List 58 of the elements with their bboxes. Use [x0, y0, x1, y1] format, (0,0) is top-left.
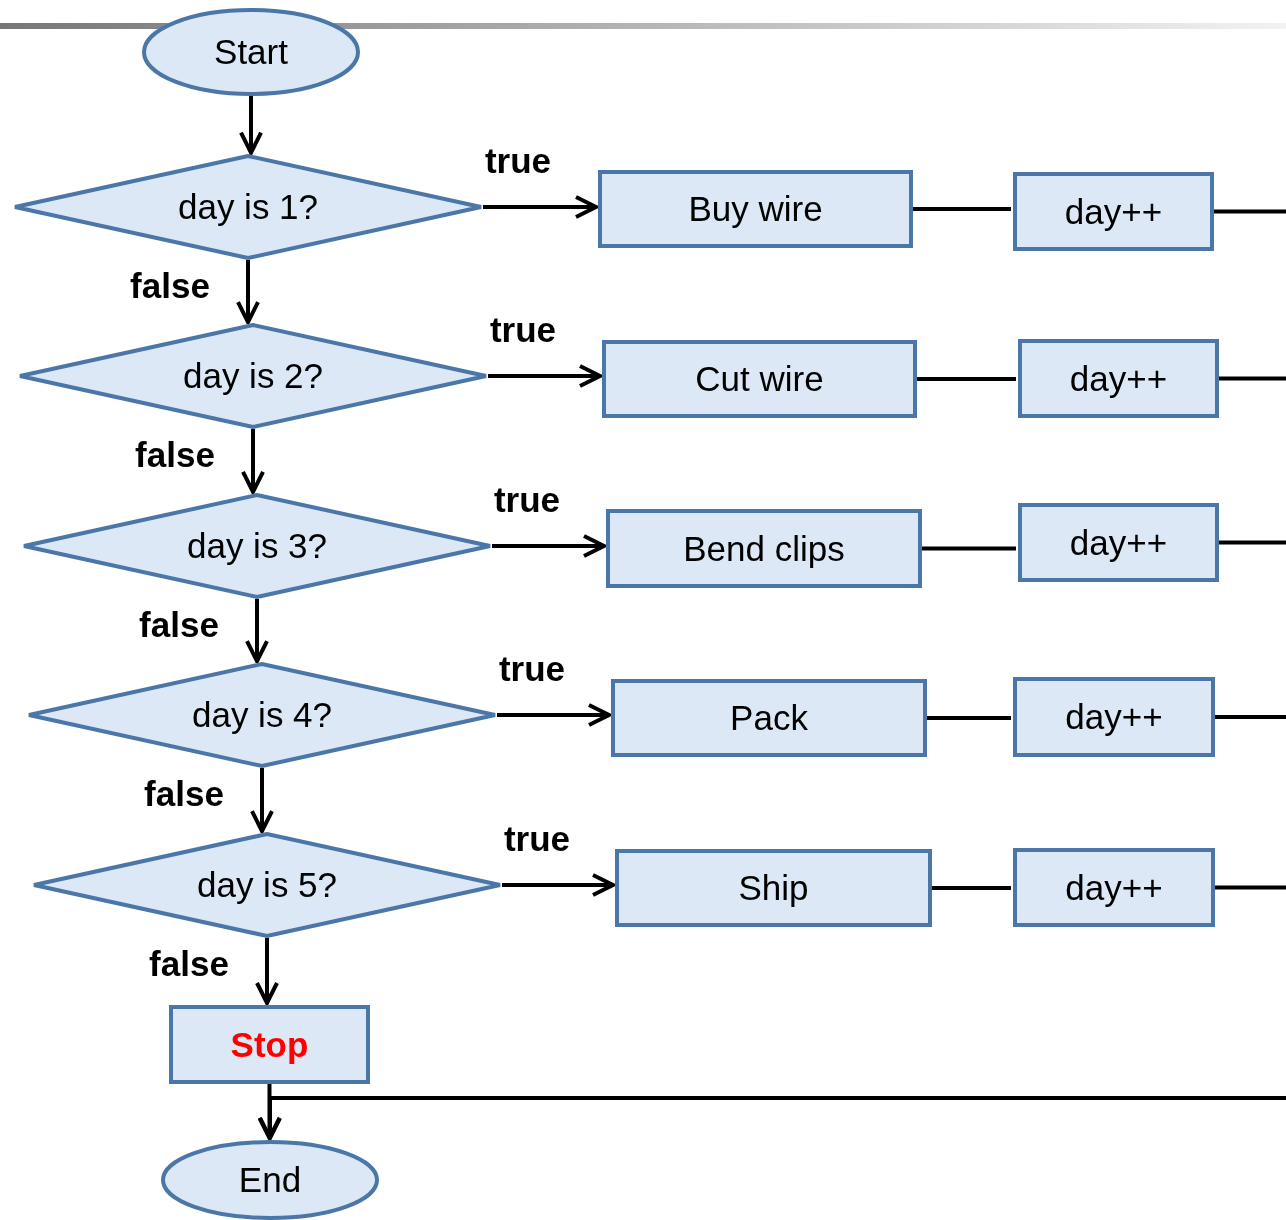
decision-diamond: [13, 154, 483, 260]
node-label: day++: [1065, 696, 1163, 739]
arrow: [255, 938, 279, 1005]
arrow: [258, 1096, 1286, 1140]
process-box: [1018, 503, 1219, 582]
process-box: [611, 679, 927, 757]
arrow: [241, 429, 265, 494]
node-label: day++: [1069, 521, 1168, 564]
node-label: Start: [214, 31, 288, 74]
decision-diamond: [27, 662, 497, 768]
node-label: day is 3?: [186, 525, 328, 568]
node-label: Ship: [738, 867, 809, 910]
decision-diamond: [18, 323, 488, 429]
node-label: Stop: [230, 1023, 309, 1066]
arrow: [236, 260, 260, 325]
node-label: day++: [1064, 190, 1163, 233]
connector-line: [1215, 715, 1286, 719]
node-label: day is 1?: [177, 186, 319, 229]
connector-line: [1214, 209, 1286, 214]
connector-line: [932, 886, 1011, 890]
connector-line: [1219, 376, 1286, 381]
arrow: [492, 534, 606, 558]
decision-diamond: [32, 832, 502, 938]
process-box: [1018, 339, 1219, 418]
arrow: [483, 195, 598, 219]
connector-line: [1215, 885, 1286, 890]
process-box: [598, 170, 913, 248]
connector-line: [927, 716, 1011, 720]
process-box: [1013, 677, 1215, 757]
process-box: [602, 340, 917, 418]
arrow: [250, 768, 274, 834]
terminal-oval: [161, 1140, 379, 1220]
process-box: [1013, 848, 1215, 927]
arrow: [239, 96, 263, 155]
node-label: day is 5?: [196, 864, 338, 907]
connector-line: [913, 207, 1011, 211]
connector-line: [922, 546, 1016, 551]
connector-line: [917, 377, 1016, 381]
terminal-oval: [142, 8, 360, 96]
node-label: Cut wire: [695, 358, 824, 401]
node-label: End: [238, 1159, 302, 1202]
node-label: Buy wire: [688, 188, 823, 231]
node-label: day++: [1065, 866, 1163, 909]
arrow: [502, 873, 615, 897]
process-box: [169, 1005, 370, 1084]
process-box: [1013, 172, 1214, 251]
node-label: day is 4?: [191, 694, 333, 737]
connector-line: [1219, 540, 1286, 545]
node-label: day++: [1069, 357, 1168, 400]
node-label: day is 2?: [182, 355, 324, 398]
node-label: Pack: [730, 697, 808, 740]
process-box: [606, 509, 922, 588]
process-box: [615, 849, 932, 927]
arrow: [497, 703, 611, 727]
node-label: Bend clips: [683, 527, 845, 570]
decision-diamond: [22, 493, 492, 599]
arrow: [488, 364, 602, 388]
arrow: [245, 599, 269, 664]
